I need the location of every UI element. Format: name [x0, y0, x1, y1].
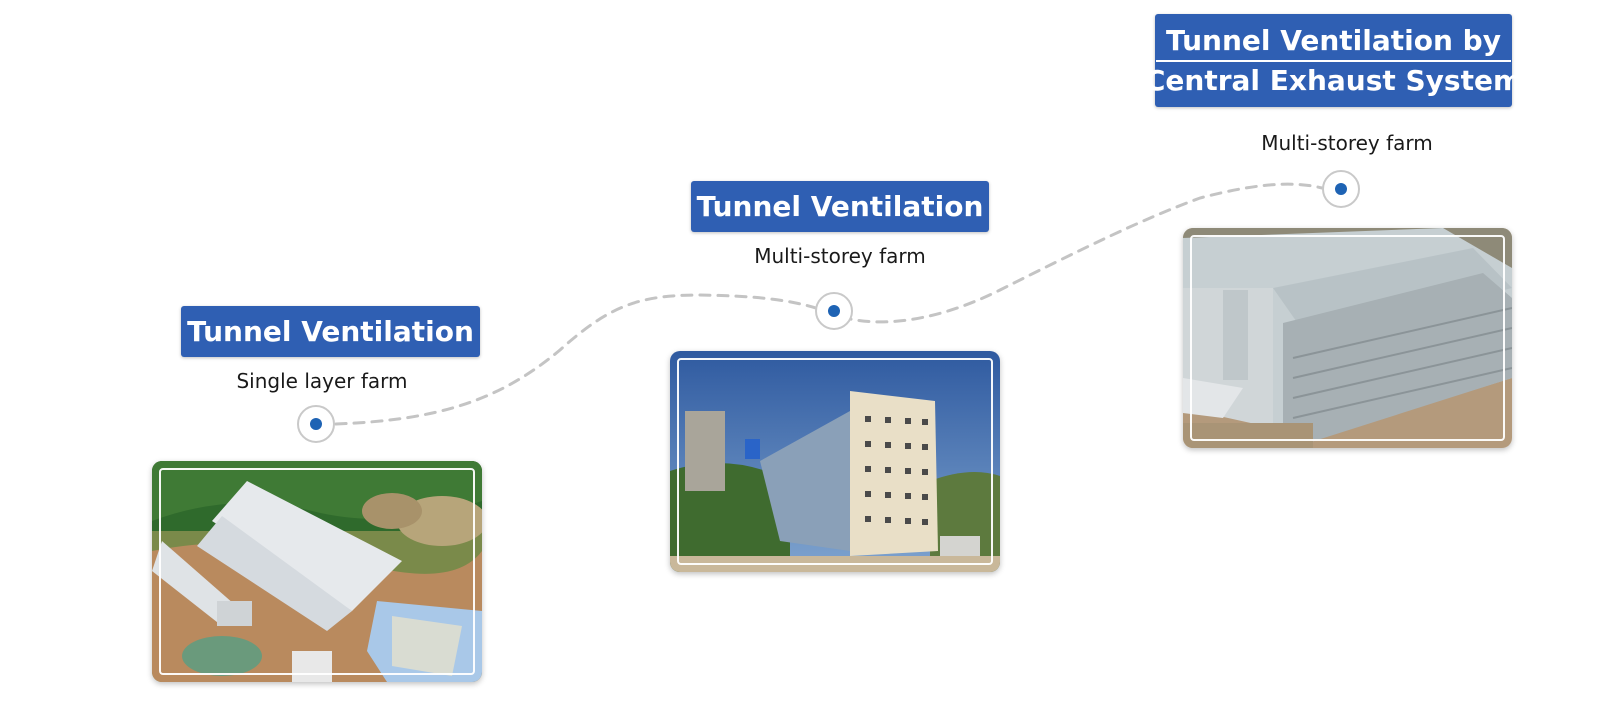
stage-3-node-dot: [1335, 183, 1347, 195]
multi-storey-building-photo-icon: [670, 351, 1000, 572]
stage-2-node: [815, 292, 853, 330]
stage-2-photo: [670, 351, 1000, 572]
stage-3-subtitle: Multi-storey farm: [1261, 131, 1433, 155]
stage-1-photo: [152, 461, 482, 682]
stage-3-node: [1322, 170, 1360, 208]
stage-3-title: Tunnel Ventilation by Central Exhaust Sy…: [1145, 14, 1522, 107]
stage-3-photo: [1183, 228, 1512, 448]
stage-2-subtitle: Multi-storey farm: [754, 244, 926, 268]
aerial-farm-photo-icon: [152, 461, 482, 682]
stage-2-title-text: Tunnel Ventilation: [696, 190, 984, 223]
stage-1-node-dot: [310, 418, 322, 430]
stage-1-node: [297, 405, 335, 443]
stage-2-node-dot: [828, 305, 840, 317]
stage-3-title-line-2: Central Exhaust System: [1144, 63, 1523, 97]
central-exhaust-building-photo-icon: [1183, 228, 1512, 448]
stage-1-subtitle: Single layer farm: [236, 369, 408, 393]
stage-2-title: Tunnel Ventilation: [691, 181, 989, 232]
stage-1-title: Tunnel Ventilation: [181, 306, 480, 357]
stage-3-title-line-1: Tunnel Ventilation by: [1156, 22, 1511, 62]
stage-1-title-text: Tunnel Ventilation: [187, 315, 474, 348]
